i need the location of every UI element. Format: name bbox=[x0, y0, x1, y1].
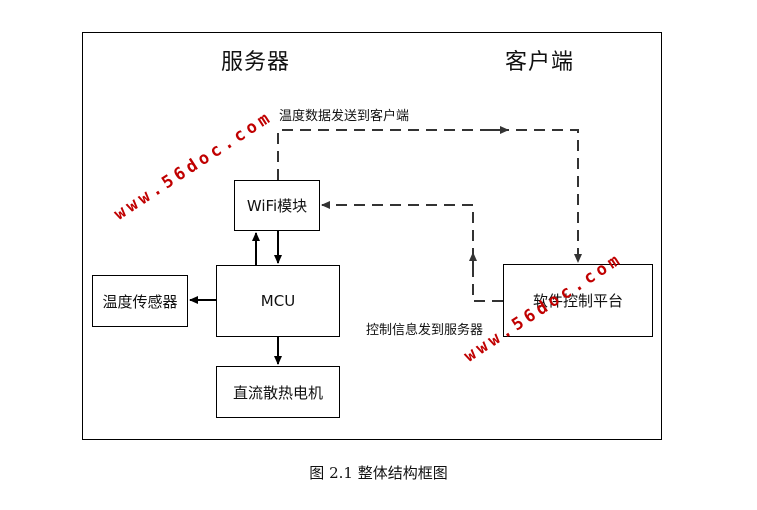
figure-caption: 图 2.1 整体结构框图 bbox=[309, 464, 448, 482]
temperature-sensor-block: 温度传感器 bbox=[92, 275, 188, 327]
control-info-path bbox=[321, 201, 503, 302]
server-heading: 服务器 bbox=[221, 50, 291, 75]
temp-data-path bbox=[277, 129, 582, 263]
control-info-label: 控制信息发到服务器 bbox=[366, 323, 484, 338]
client-heading: 客户端 bbox=[505, 50, 575, 75]
wifi-module-block: WiFi模块 bbox=[234, 180, 320, 231]
temp-data-label: 温度数据发送到客户端 bbox=[279, 109, 410, 124]
mcu-block: MCU bbox=[216, 265, 340, 337]
diagram-frame bbox=[82, 32, 662, 440]
dc-fan-motor-block: 直流散热电机 bbox=[216, 366, 340, 418]
software-control-platform-block: 软件控制平台 bbox=[503, 264, 653, 337]
